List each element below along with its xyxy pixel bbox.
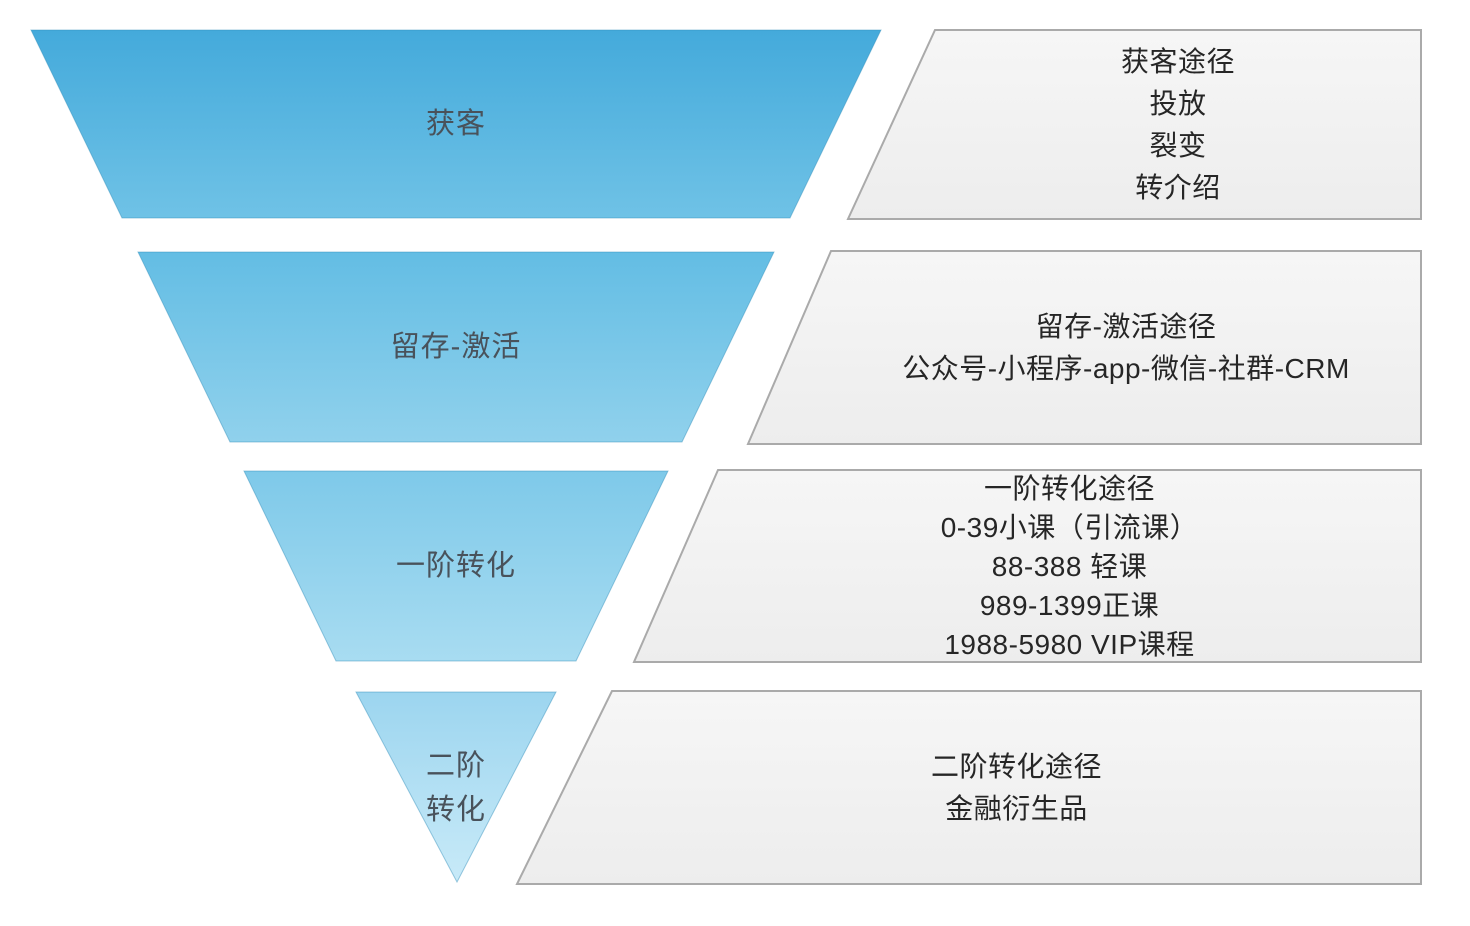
funnel-level-3-shape <box>243 470 669 662</box>
funnel-level-1-shape <box>30 29 882 219</box>
detail-box-3-shape <box>632 469 1422 663</box>
detail-box-1-shape <box>846 29 1422 220</box>
funnel-level-2-shape <box>137 251 775 443</box>
detail-box-2-shape <box>746 250 1422 445</box>
detail-box-4-shape <box>515 690 1422 885</box>
funnel-level-4-shape <box>355 691 557 884</box>
